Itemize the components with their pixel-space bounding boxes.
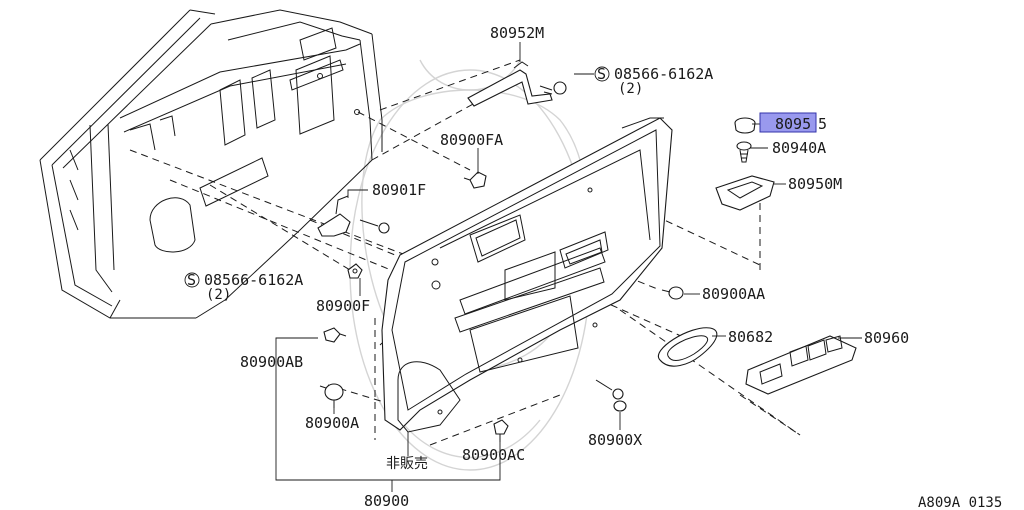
label-08566-6162a-top[interactable]: 08566-6162A: [614, 65, 713, 83]
bracket-80952m-drawing: [467, 61, 567, 107]
label-80900aa[interactable]: 80900AA: [702, 285, 765, 303]
label-08566-6162a-left[interactable]: 08566-6162A: [204, 271, 303, 289]
label-08566-6162a-left-qty: (2): [206, 287, 231, 303]
highlight-80955[interactable]: [759, 112, 817, 133]
label-80950m[interactable]: 80950M: [788, 175, 842, 193]
clip-80900ab-drawing: [323, 327, 347, 343]
screw-symbol-left: S: [187, 271, 196, 289]
leader-lines: [184, 42, 862, 492]
clip-80900a-drawing: [319, 383, 344, 408]
label-80900[interactable]: 80900: [364, 492, 409, 510]
screw-symbol-top: S: [597, 65, 606, 83]
escutcheon-80682-drawing: [657, 327, 718, 367]
clip-80900aa-drawing: [661, 286, 684, 300]
label-80955-highlighted[interactable]: 8095: [775, 115, 811, 133]
clip-80900f-drawing: [347, 263, 363, 279]
screw-80940a-drawing: [736, 141, 752, 163]
bezel-80950m-drawing: [715, 175, 775, 211]
label-80682[interactable]: 80682: [728, 328, 773, 346]
label-80900ab[interactable]: 80900AB: [240, 353, 303, 371]
label-80900x[interactable]: 80900X: [588, 431, 642, 449]
clip-80900fa-drawing: [463, 171, 487, 189]
switch-80960-drawing: [745, 335, 857, 395]
label-80900ac[interactable]: 80900AC: [462, 446, 525, 464]
screw-80900x-drawing: [595, 379, 627, 412]
label-80901f[interactable]: 80901F: [372, 181, 426, 199]
label-80960[interactable]: 80960: [864, 329, 909, 347]
part-labels: 80952M S 08566-6162A (2) 8095 5 80940A 8…: [187, 24, 1002, 510]
bracket-80901f-drawing: [317, 195, 390, 237]
door-frame-drawing: [39, 9, 383, 319]
label-80900fa[interactable]: 80900FA: [440, 131, 503, 149]
label-80900f[interactable]: 80900F: [316, 297, 370, 315]
label-80940a[interactable]: 80940A: [772, 139, 826, 157]
label-80900a[interactable]: 80900A: [305, 414, 359, 432]
label-not-for-sale: 非販売: [386, 456, 428, 472]
label-80955-tail[interactable]: 5: [818, 115, 827, 133]
label-08566-6162a-top-qty: (2): [618, 81, 643, 97]
door-trim-panel: [381, 117, 673, 433]
label-80952m[interactable]: 80952M: [490, 24, 544, 42]
figure-code: A809A 0135: [918, 495, 1002, 510]
clip-80900ac-drawing: [493, 419, 509, 442]
cap-80955-drawing: [734, 117, 756, 134]
